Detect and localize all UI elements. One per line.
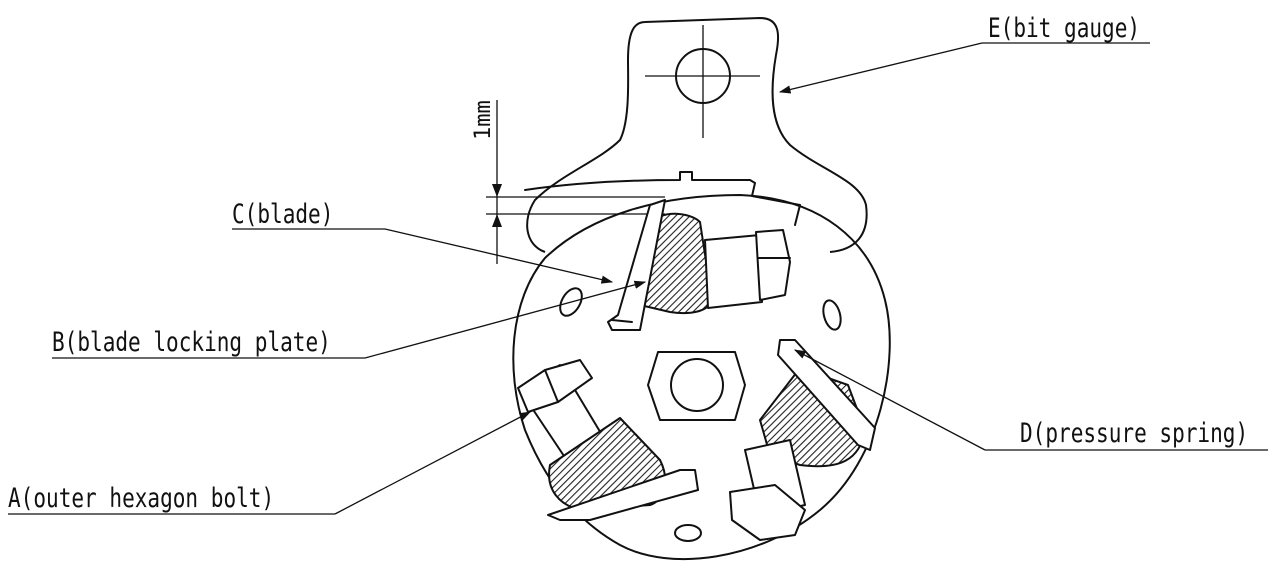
body-hole-bottom: [674, 524, 702, 542]
label-d: D(pressure spring): [793, 349, 1268, 451]
label-a-text: A(outer hexagon bolt): [8, 482, 274, 513]
label-c: C(blade): [232, 198, 614, 284]
dimension-label: 1mm: [471, 100, 496, 140]
label-a: A(outer hexagon bolt): [8, 411, 532, 515]
label-e: E(bit gauge): [778, 12, 1150, 94]
label-c-text: C(blade): [232, 198, 333, 229]
hex-bolt-top: [704, 234, 763, 309]
bit-gauge: [524, 17, 868, 253]
body-hole-left: [559, 287, 583, 317]
dimension-1mm: 1mm: [471, 100, 665, 264]
blade-right: [777, 339, 876, 451]
blade-top: [607, 199, 666, 331]
cutter-bottom-left: [517, 359, 699, 521]
cutter-right: [729, 339, 876, 541]
label-e-text: E(bit gauge): [988, 12, 1140, 43]
body-hole-right: [822, 299, 842, 331]
cutter-top: [607, 199, 791, 331]
label-b: B(blade locking plate): [52, 280, 647, 359]
label-d-text: D(pressure spring): [1020, 417, 1248, 448]
center-hex-bolt: [647, 351, 746, 421]
label-b-text: B(blade locking plate): [52, 326, 331, 357]
bit-body: [512, 194, 891, 560]
blade-bottom-left: [547, 469, 699, 521]
